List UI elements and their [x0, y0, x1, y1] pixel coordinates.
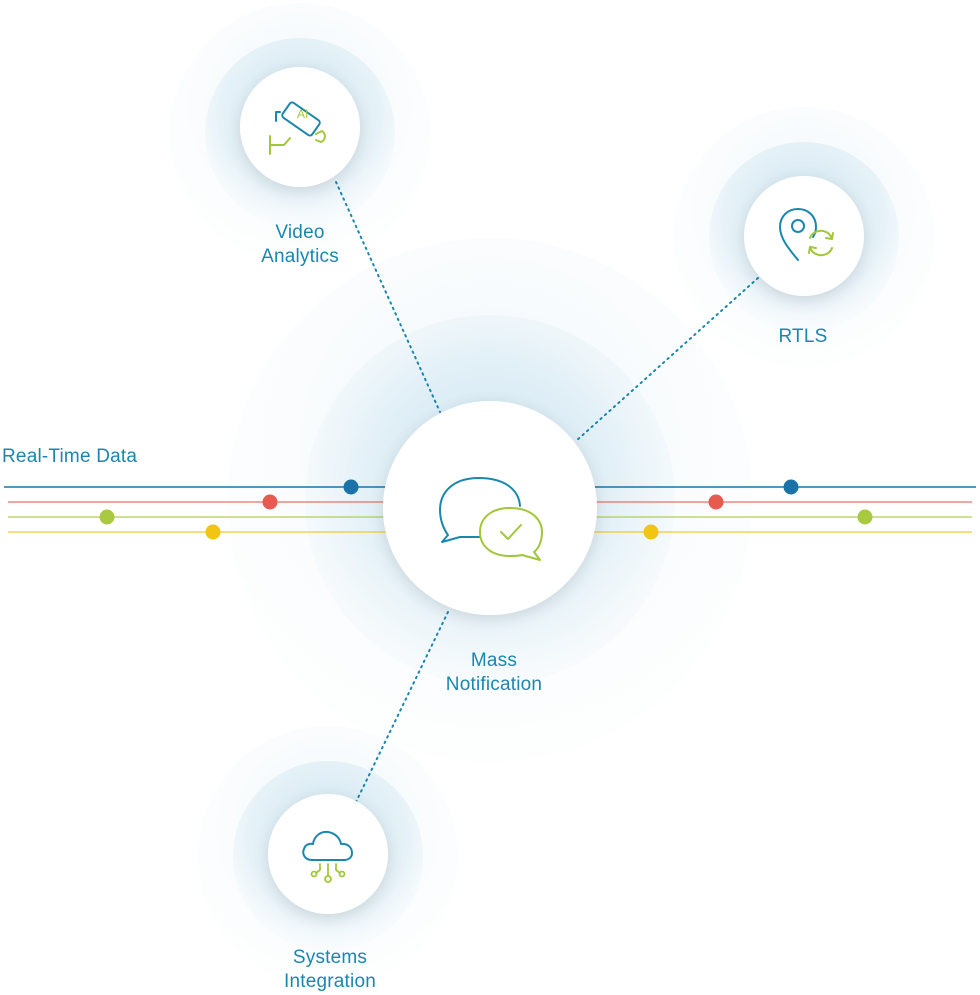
location-sync-icon — [779, 208, 834, 261]
systems-integration-label-line1: Systems — [292, 947, 368, 968]
video-analytics-label-line1: Video — [275, 222, 325, 243]
video-analytics-label-line2: Analytics — [261, 246, 339, 267]
data-dot — [343, 479, 359, 495]
data-dot — [708, 494, 724, 510]
mass-notification-disc — [383, 401, 597, 615]
systems-integration-label-line2: Integration — [284, 971, 376, 992]
cloud-network-icon — [302, 830, 353, 883]
real-time-data-label-text: Real-Time Data — [2, 446, 138, 467]
chat-check-icon — [439, 477, 543, 561]
ai-camera-icon — [269, 101, 326, 155]
data-dot — [205, 524, 221, 540]
ai-badge-label: AI — [297, 107, 308, 121]
data-dot — [262, 494, 278, 510]
connector-rtls — [575, 277, 759, 442]
video-analytics-label: Video Analytics — [230, 221, 370, 269]
video-analytics-disc — [240, 67, 360, 187]
rtls-disc — [744, 176, 864, 296]
data-dot — [643, 524, 659, 540]
data-dot — [99, 509, 115, 525]
mass-notification-label-line1: Mass — [470, 650, 518, 671]
connectors — [335, 181, 759, 803]
connector-video-analytics — [335, 181, 441, 413]
rtls-label: RTLS — [743, 325, 863, 349]
real-time-data-label: Real-Time Data — [2, 445, 202, 469]
data-dot — [783, 479, 799, 495]
data-dot — [857, 509, 873, 525]
mass-notification-label-line2: Notification — [445, 674, 543, 695]
systems-integration-disc — [268, 794, 388, 914]
rtls-label-text: RTLS — [778, 326, 828, 347]
systems-integration-label: Systems Integration — [250, 946, 410, 994]
mass-notification-label: Mass Notification — [414, 649, 574, 697]
connector-systems-integration — [355, 611, 449, 803]
